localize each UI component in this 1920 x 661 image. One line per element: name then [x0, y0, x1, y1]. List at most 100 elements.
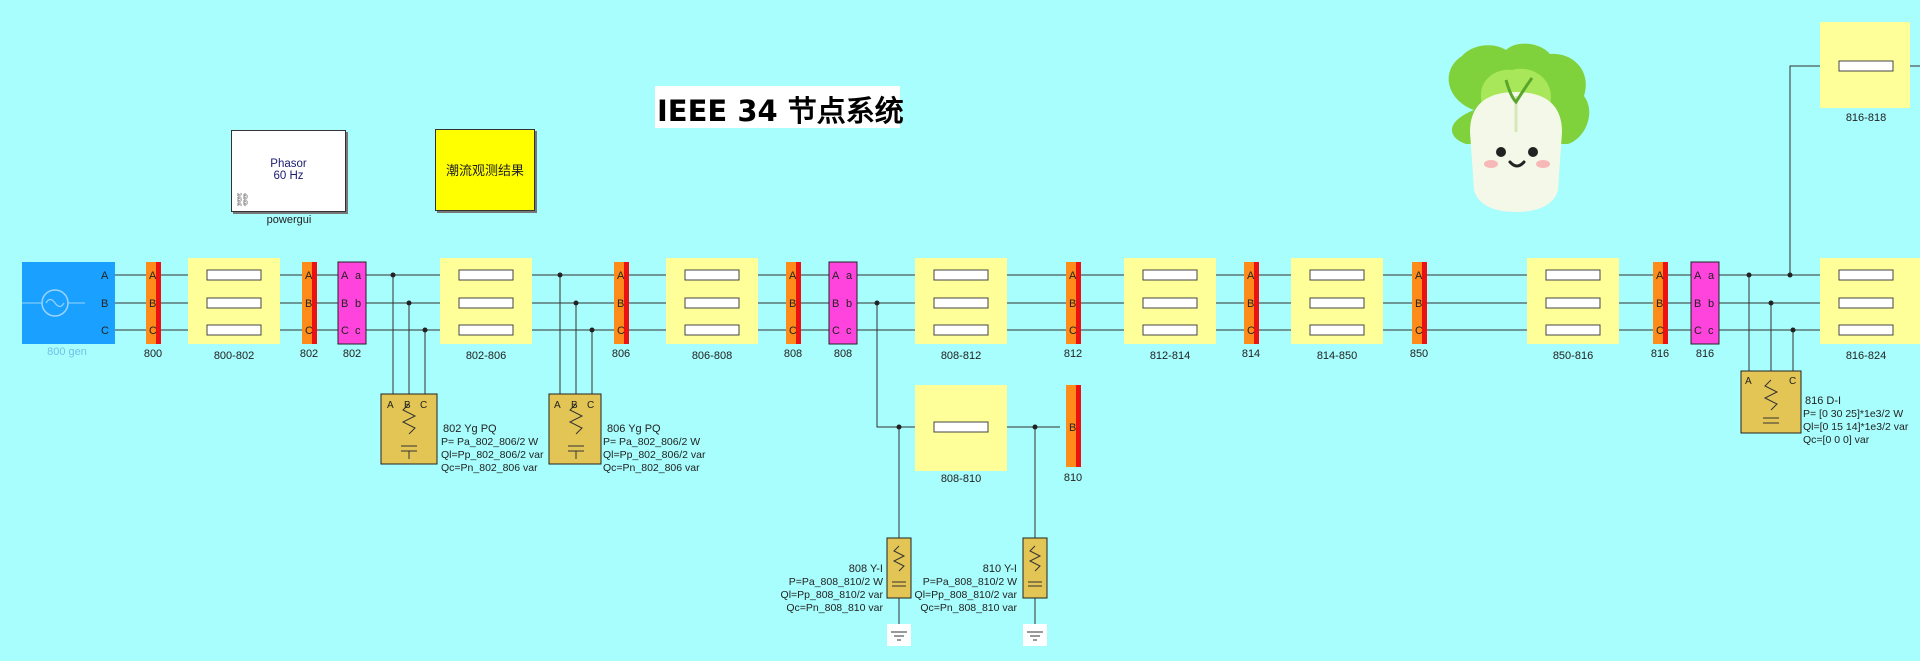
transformer-816[interactable]: [1690, 261, 1720, 345]
port-letter: B: [101, 298, 108, 310]
port-letter: A: [341, 270, 349, 282]
port-letter: C: [305, 325, 313, 337]
load-808-y-i[interactable]: [886, 537, 912, 599]
bus-806[interactable]: [614, 262, 629, 344]
line-850-816[interactable]: [1527, 258, 1619, 344]
port-letter: C: [101, 325, 109, 337]
line-label-802-806: 802-806: [465, 350, 507, 362]
port-letter: C: [1656, 325, 1664, 337]
load-ql: Ql=Pp_808_810/2 var: [780, 589, 883, 601]
bus-816[interactable]: [1653, 262, 1668, 344]
bus-800[interactable]: [146, 262, 161, 344]
port-letter: A: [1745, 376, 1752, 387]
port-letter: A: [1415, 270, 1423, 282]
port-letter: b: [846, 298, 852, 310]
port-letter: a: [355, 270, 362, 282]
bus-810[interactable]: [1066, 385, 1081, 467]
port-letter: C: [617, 325, 625, 337]
port-letter: C: [587, 400, 594, 411]
port-letter: C: [1415, 325, 1423, 337]
line-label-814-850: 814-850: [1316, 350, 1358, 362]
load-p: P= Pa_802_806/2 W: [603, 436, 701, 448]
bus-label-800: 800: [143, 348, 163, 360]
port-letter: A: [149, 270, 157, 282]
line-816-818[interactable]: [1820, 22, 1910, 108]
line-812-814[interactable]: [1124, 258, 1216, 344]
observe-results-button[interactable]: [435, 129, 535, 211]
port-letter: A: [617, 270, 625, 282]
port-letter: B: [1069, 422, 1076, 434]
port-letter: B: [1415, 298, 1422, 310]
load-name: 808 Y-I: [848, 563, 883, 575]
load-p: P=Pa_808_810/2 W: [788, 576, 883, 588]
load-p: P= Pa_802_806/2 W: [441, 436, 539, 448]
port-letter: B: [1247, 298, 1254, 310]
load-810-y-i[interactable]: [1022, 537, 1048, 599]
port-letter: C: [832, 325, 840, 337]
line-808-810[interactable]: [915, 385, 1007, 471]
port-letter: A: [101, 270, 109, 282]
line-label-800-802: 800-802: [213, 350, 255, 362]
load-name: 802 Yg PQ: [443, 423, 497, 435]
powergui-label: powergui: [266, 214, 312, 226]
line-label-812-814: 812-814: [1149, 350, 1191, 362]
port-letter: C: [789, 325, 797, 337]
load-qc: Qc=Pn_808_810 var: [920, 602, 1017, 614]
transformer-808[interactable]: [828, 261, 858, 345]
port-letter: c: [1708, 325, 1714, 337]
source-800-gen[interactable]: [22, 262, 115, 344]
line-802-806[interactable]: [440, 258, 532, 344]
line-816-824[interactable]: [1820, 258, 1920, 344]
bus-812[interactable]: [1066, 262, 1081, 344]
load-ql: Ql=Pp_802_806/2 var: [603, 449, 706, 461]
port-letter: b: [355, 298, 361, 310]
link-icon: ⛓: [234, 192, 251, 207]
bus-808[interactable]: [786, 262, 801, 344]
port-letter: A: [1069, 270, 1077, 282]
port-letter: a: [846, 270, 853, 282]
port-letter: B: [1069, 298, 1076, 310]
load-params-816: 816 D-I P= [0 30 25]*1e3/2 W Ql=[0 15 14…: [1803, 395, 1908, 447]
port-letter: A: [305, 270, 313, 282]
port-letter: C: [341, 325, 349, 337]
load-qc: Qc=Pn_802_806 var: [441, 462, 538, 474]
load-816-d-i[interactable]: [1740, 370, 1802, 434]
port-letter: b: [1708, 298, 1714, 310]
load-ql: Ql=[0 15 14]*1e3/2 var: [1803, 421, 1909, 433]
line-814-850[interactable]: [1291, 258, 1383, 344]
bus-port-letters: A B C ABC ABC ABC ABC ABC ABC ABC ABC B …: [101, 270, 1796, 434]
page-title: IEEE 34 节点系统: [657, 94, 904, 128]
bus-814[interactable]: [1244, 262, 1259, 344]
port-letter: c: [846, 325, 852, 337]
bus-802[interactable]: [302, 262, 317, 344]
load-params-802: 802 Yg PQ P= Pa_802_806/2 W Ql=Pp_802_80…: [441, 423, 543, 475]
source-label: 800 gen: [47, 346, 87, 358]
port-letter: B: [305, 298, 312, 310]
line-blocks: [188, 22, 1920, 471]
load-806-yg-pq[interactable]: [548, 393, 602, 465]
port-letter: B: [149, 298, 156, 310]
port-letter: A: [832, 270, 840, 282]
powergui-frequency: 60 Hz: [273, 170, 304, 182]
load-802-yg-pq[interactable]: [380, 393, 438, 465]
transformers: [337, 261, 1720, 345]
powergui-block[interactable]: [231, 130, 346, 212]
powergui-text: Phasor 60 Hz: [231, 158, 346, 182]
port-letter: C: [1247, 325, 1255, 337]
line-808-812[interactable]: [915, 258, 1007, 344]
load-ql: Ql=Pp_802_806/2 var: [441, 449, 544, 461]
transformer-802[interactable]: [337, 261, 367, 345]
ground-810-icon: [1023, 624, 1047, 646]
load-params-808: 808 Y-I P=Pa_808_810/2 W Ql=Pp_808_810/2…: [770, 563, 883, 615]
bus-850[interactable]: [1412, 262, 1427, 344]
port-letter: B: [404, 400, 411, 411]
line-800-802[interactable]: [188, 258, 280, 344]
powergui-mode: Phasor: [270, 158, 307, 170]
bus-label-812: 812: [1063, 348, 1083, 360]
load-qc: Qc=Pn_808_810 var: [786, 602, 883, 614]
line-806-808[interactable]: [666, 258, 758, 344]
load-ql: Ql=Pp_808_810/2 var: [914, 589, 1017, 601]
port-letter: A: [1247, 270, 1255, 282]
grounds: [887, 624, 1047, 646]
